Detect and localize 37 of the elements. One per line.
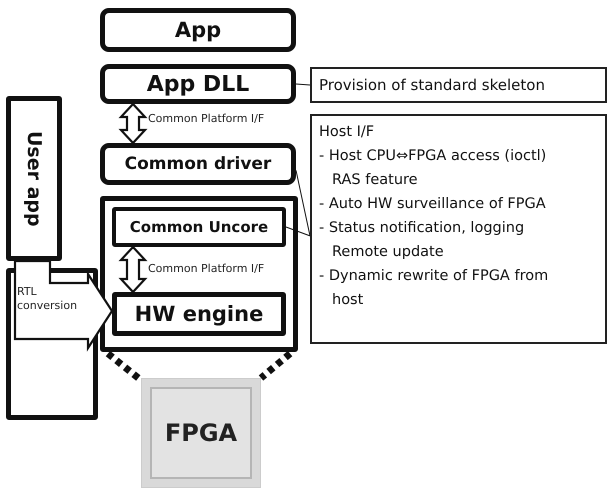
note-heading: Host I/F bbox=[319, 123, 376, 142]
chip-label: FPGA bbox=[164, 419, 238, 447]
feature-text: - Dynamic rewrite of FPGA from host bbox=[319, 267, 550, 310]
frame-box bbox=[100, 196, 298, 352]
layer-box bbox=[100, 64, 296, 104]
dotted-connector bbox=[106, 350, 144, 383]
layer-label: App bbox=[174, 18, 222, 42]
note-text: Provision of standard skeleton bbox=[319, 76, 545, 94]
layer-box bbox=[100, 143, 296, 185]
leader-line bbox=[296, 170, 310, 236]
dotted-connector bbox=[258, 350, 292, 381]
interface-arrow bbox=[118, 102, 148, 145]
interface-arrow bbox=[118, 245, 148, 294]
layer-label: Common Uncore bbox=[130, 218, 268, 236]
interface-arrow bbox=[14, 260, 114, 352]
layer-label: Common driver bbox=[124, 154, 272, 174]
feature-text: - Auto HW surveillance of FPGA bbox=[319, 195, 547, 214]
layer-label: App DLL bbox=[146, 72, 250, 96]
chip-panel bbox=[141, 378, 261, 488]
leader-line bbox=[286, 226, 310, 236]
edge-label: Common Platform I/F bbox=[148, 262, 264, 275]
layer-box bbox=[112, 292, 286, 336]
layer-box bbox=[6, 96, 62, 261]
feature-text: - Host CPU⇔FPGA access (ioctl) bbox=[319, 147, 548, 166]
note-box bbox=[310, 114, 607, 344]
leader-line bbox=[296, 84, 310, 86]
edge-label: Common Platform I/F bbox=[148, 112, 264, 125]
feature-text: RAS feature bbox=[331, 171, 419, 190]
note-box bbox=[310, 67, 607, 103]
edge-label: RTL conversion bbox=[17, 285, 78, 313]
frame-box bbox=[6, 268, 98, 420]
layer-label: User app bbox=[23, 130, 45, 226]
layer-label: HW engine bbox=[134, 302, 264, 326]
layer-box bbox=[112, 207, 286, 247]
feature-text: Remote update bbox=[331, 243, 445, 262]
feature-text: - Status notification, logging bbox=[319, 219, 526, 238]
layer-box bbox=[100, 8, 296, 52]
